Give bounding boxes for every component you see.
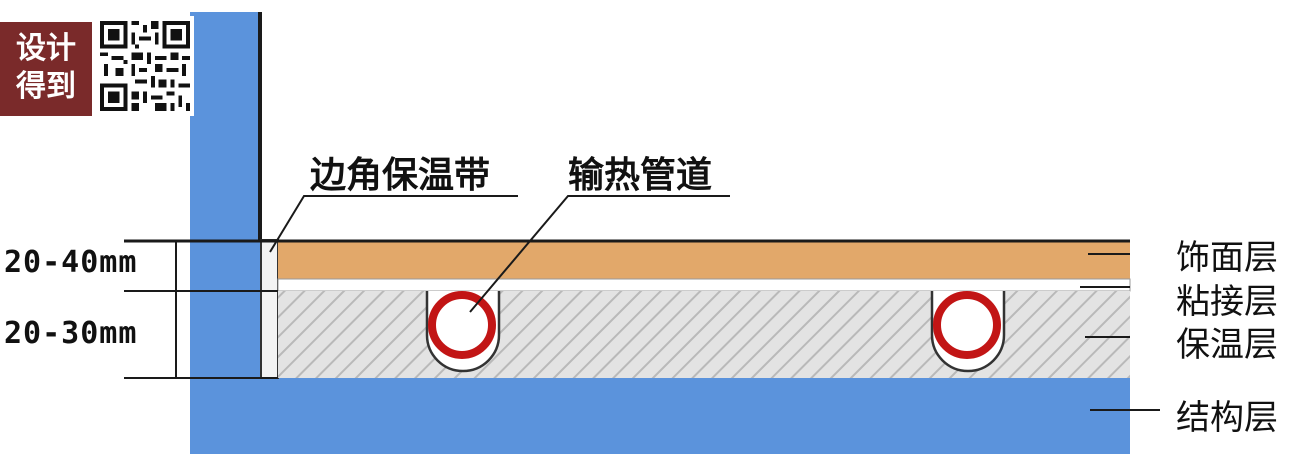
dimension-lower: 20-30mm [4,316,138,351]
label-bonding-layer: 粘接层 [1176,282,1278,322]
qr-code-icon[interactable] [96,16,194,116]
heating-pipe-right [933,291,1001,359]
bonding-layer-band [277,278,1131,292]
leader-edge-insulation [269,195,518,253]
leader-heating-pipe [469,195,730,313]
label-finish-layer: 饰面层 [1176,238,1278,278]
dimension-upper: 20-40mm [4,245,138,280]
label-structure-layer: 结构层 [1176,398,1278,438]
label-insulation-layer: 保温层 [1176,325,1278,365]
finish-layer-band [278,241,1130,279]
logo-badge: 设计 得到 [0,22,92,116]
logo-line-2: 得到 [16,69,76,104]
edge-insulation-strip [260,239,279,379]
label-edge-insulation: 边角保温带 [310,155,491,196]
logo-line-1: 设计 [16,31,76,66]
structure-slab [190,378,1130,454]
heating-pipe-left [428,291,496,359]
label-heating-pipe: 输热管道 [568,155,713,196]
